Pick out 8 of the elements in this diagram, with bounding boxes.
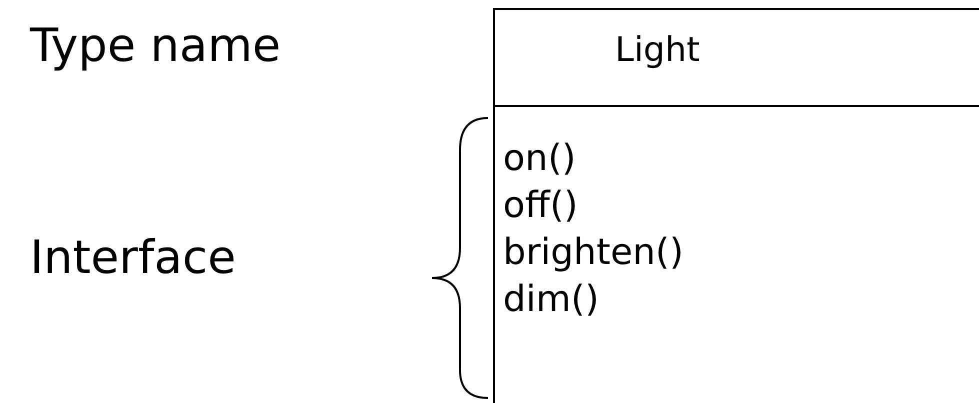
method-name: on() (503, 138, 576, 179)
interface-label: Interface (30, 230, 236, 284)
method-name: off() (503, 185, 578, 226)
type-name-label: Type name (30, 18, 281, 72)
class-name: Light (615, 30, 700, 70)
class-box (493, 8, 979, 403)
method-name: brighten() (503, 232, 684, 273)
method-name: dim() (503, 279, 600, 320)
